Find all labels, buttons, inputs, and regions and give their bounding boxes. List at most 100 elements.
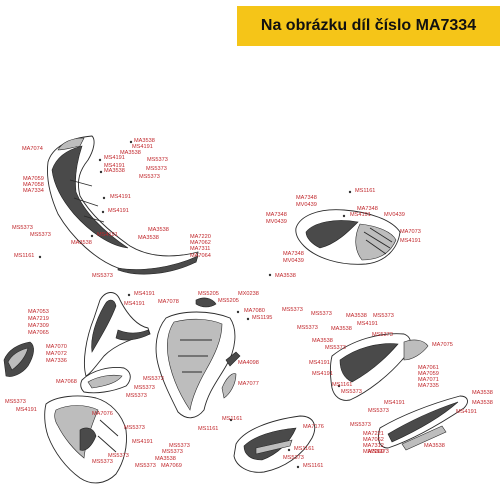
- part-label-ma7334: MA7334: [23, 188, 44, 194]
- part-label-ms1161: MS1161: [222, 416, 242, 422]
- rear-carrier-part: [295, 209, 401, 265]
- part-label-ma7176: MA7176: [303, 424, 324, 430]
- part-label-ma7065: MA7065: [28, 330, 49, 336]
- part-label-ma7080: MA7080: [244, 308, 265, 314]
- part-label-ma7336: MA7336: [46, 358, 67, 364]
- part-label-ma7311: MA7311: [190, 246, 210, 252]
- footrest-panel-part: [80, 367, 131, 394]
- part-label-ms5373: MS5373: [5, 399, 26, 405]
- part-label-ma7071: MA7071: [418, 377, 439, 383]
- part-label-ms5373: MS5373: [350, 422, 371, 428]
- part-label-ma7060: MA7060: [363, 449, 384, 455]
- part-label-ms1161: MS1161: [198, 426, 218, 432]
- part-label-ms5373: MS5373: [134, 385, 155, 391]
- part-label-ms5373: MS5373: [372, 332, 393, 338]
- part-label-ms4191: MS4191: [104, 155, 125, 161]
- part-label-ms5373: MS5373: [368, 449, 389, 455]
- part-label-mx0238: MX0238: [238, 291, 259, 297]
- part-label-ms4191: MS4191: [357, 321, 378, 327]
- part-label-ma7061: MA7061: [418, 365, 439, 371]
- part-label-ms1161: MS1161: [355, 188, 375, 194]
- part-label-ms4191: MS4191: [104, 163, 125, 169]
- side-cover-small-part: [3, 341, 34, 377]
- part-label-ms5373: MS5373: [373, 313, 394, 319]
- part-label-ma7074: MA7074: [22, 146, 43, 152]
- part-label-ma3538: MA3538: [275, 273, 296, 279]
- part-label-ms4191: MS4191: [132, 439, 153, 445]
- part-label-ms4191: MS4191: [132, 144, 153, 150]
- part-label-ma3538: MA3538: [472, 390, 493, 396]
- part-label-ma3538: MA3538: [138, 235, 159, 241]
- part-label-ms5373: MS5373: [341, 389, 362, 395]
- part-label-mv0439: MV0439: [384, 212, 405, 218]
- part-label-ma7312: MA7312: [363, 443, 384, 449]
- part-label-ma7073: MA7073: [400, 229, 421, 235]
- part-label-ma3538: MA3538: [312, 338, 333, 344]
- part-label-ms5373: MS5373: [147, 157, 168, 163]
- part-label-ms1161: MS1161: [332, 382, 352, 388]
- part-label-ma3538: MA3538: [472, 400, 493, 406]
- part-label-ma3538: MA3538: [424, 443, 445, 449]
- part-label-ma7072: MA7072: [46, 351, 67, 357]
- part-label-ms4191: MS4191: [97, 232, 118, 238]
- part-label-ma7075: MA7075: [432, 342, 453, 348]
- part-label-ma4098: MA4098: [238, 360, 259, 366]
- title-banner: Na obrázku díl číslo MA7334: [237, 6, 500, 46]
- part-label-ma3538: MA3538: [331, 326, 352, 332]
- part-label-ms4191: MS4191: [108, 208, 129, 214]
- part-label-ms5205: MS5205: [198, 291, 219, 297]
- part-label-ma7053: MA7053: [28, 309, 49, 315]
- part-label-ma3538: MA3538: [120, 150, 141, 156]
- part-label-ma7219: MA7219: [28, 316, 49, 322]
- part-label-ms4191: MS4191: [312, 371, 333, 377]
- part-label-mv0439: MV0439: [296, 202, 317, 208]
- part-label-ms5373: MS5373: [146, 166, 167, 172]
- part-label-ma7221: MA7221: [363, 431, 384, 437]
- right-side-cover-part: [330, 333, 429, 401]
- part-label-ms4191: MS4191: [110, 194, 131, 200]
- inner-leg-shield-part: [44, 395, 127, 484]
- part-label-mv0439: MV0439: [283, 258, 304, 264]
- part-label-ms4191: MS4191: [350, 212, 371, 218]
- part-label-ma7059: MA7059: [418, 371, 439, 377]
- part-label-ma3538: MA3538: [134, 138, 155, 144]
- part-label-ma7220: MA7220: [190, 234, 211, 240]
- part-label-ms4191: MS4191: [384, 400, 405, 406]
- part-label-ms5373: MS5373: [282, 307, 303, 313]
- part-label-ma3538: MA3538: [104, 168, 125, 174]
- part-label-ms5373: MS5373: [297, 325, 318, 331]
- part-label-ms1195: MS1195: [252, 315, 272, 321]
- undercover-part: [233, 415, 316, 473]
- part-label-ma7348: MA7348: [296, 195, 317, 201]
- part-label-ms4191: MS4191: [124, 301, 145, 307]
- part-label-ms5373: MS5373: [135, 463, 156, 469]
- part-label-ms5373: MS5373: [143, 376, 164, 382]
- part-label-ma3538: MA3538: [346, 313, 367, 319]
- part-label-ms5373: MS5373: [162, 449, 183, 455]
- part-label-ma7069: MA7069: [161, 463, 182, 469]
- lower-side-strip-part: [377, 395, 468, 451]
- part-label-ma7348: MA7348: [266, 212, 287, 218]
- part-label-ms5373: MS5373: [325, 345, 346, 351]
- part-label-ms5373: MS5373: [92, 273, 113, 279]
- part-label-ms5373: MS5373: [139, 174, 160, 180]
- part-label-ms5373: MS5373: [92, 459, 113, 465]
- part-label-ma7062: MA7062: [363, 437, 384, 443]
- part-label-ms4191: MS4191: [400, 238, 421, 244]
- connector-bracket-part: [221, 351, 241, 399]
- part-label-ma7059: MA7059: [23, 176, 44, 182]
- part-label-ma7348: MA7348: [357, 206, 378, 212]
- part-label-ms4191: MS4191: [309, 360, 330, 366]
- part-label-ma7348: MA7348: [283, 251, 304, 257]
- front-upper-shield-part: [47, 135, 199, 275]
- part-label-ms1161: MS1161: [294, 446, 314, 452]
- part-label-ms1161: MS1161: [303, 463, 323, 469]
- part-label-ma3538: MA3538: [148, 227, 169, 233]
- part-label-ma3538: MA3538: [155, 456, 176, 462]
- front-panel-part: [83, 292, 151, 377]
- part-label-ma7070: MA7070: [46, 344, 67, 350]
- leg-shield-part: [155, 297, 236, 419]
- part-label-ma7309: MA7309: [28, 323, 49, 329]
